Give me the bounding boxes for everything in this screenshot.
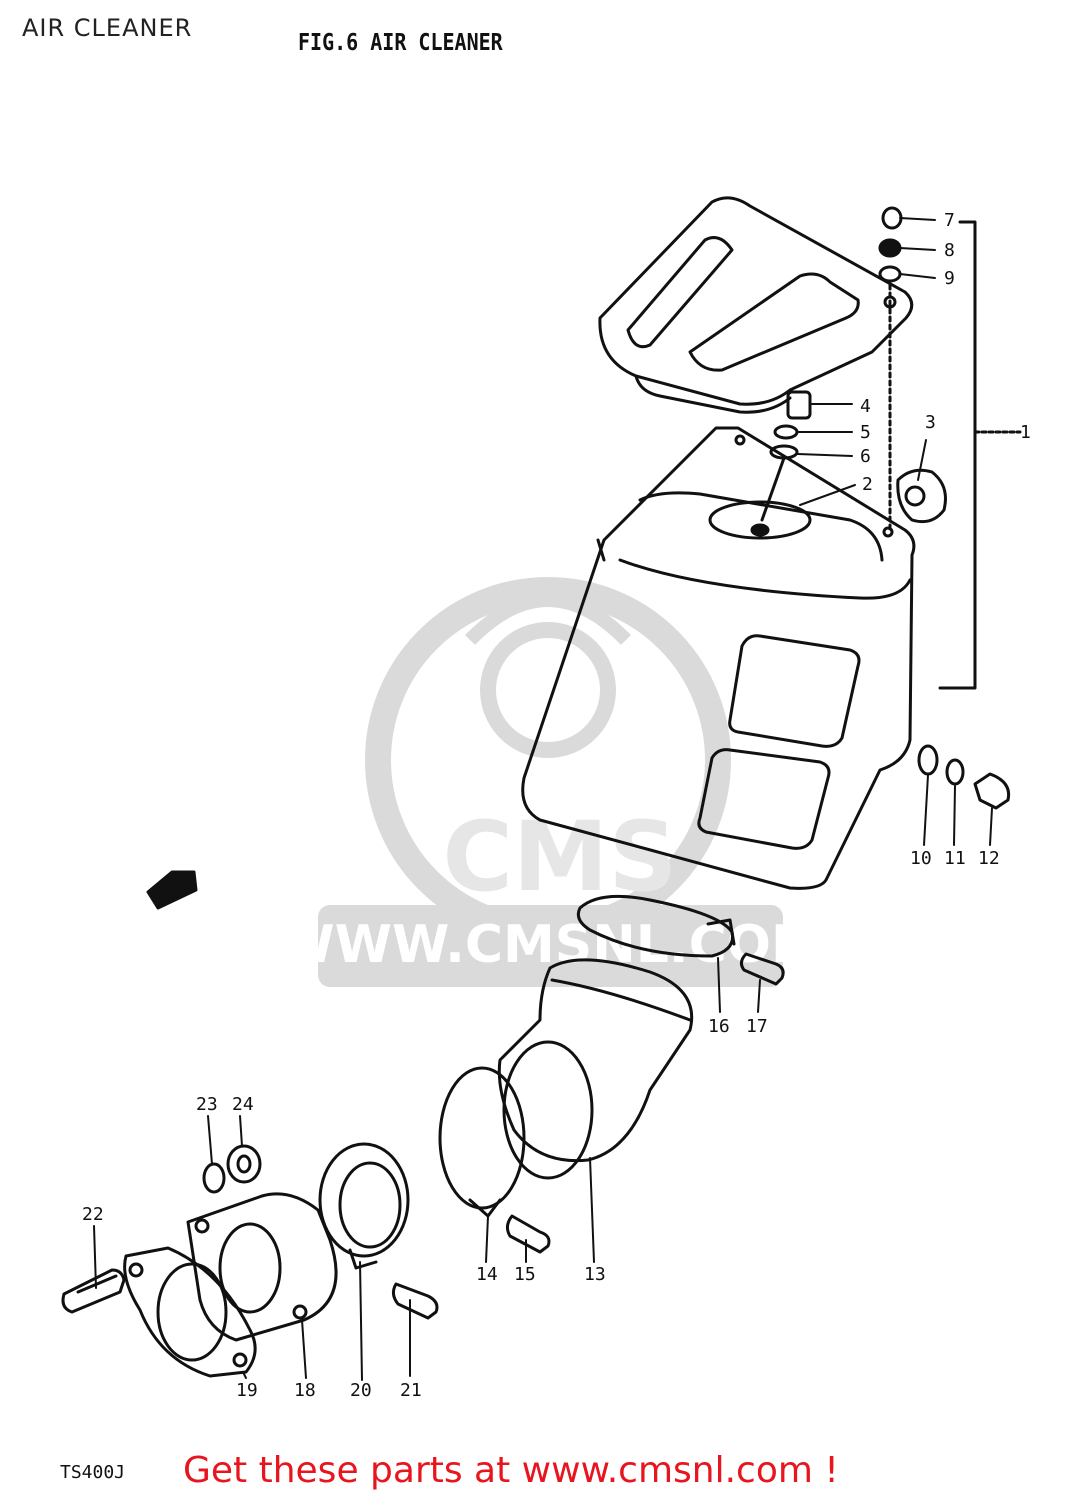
part-label-2: 2 bbox=[862, 474, 873, 495]
cleaner-box-part bbox=[521, 426, 916, 890]
forward-arrow-icon bbox=[146, 870, 198, 910]
part-label-20: 20 bbox=[350, 1380, 372, 1401]
part-label-7: 7 bbox=[944, 210, 955, 231]
mount-bolt-part bbox=[391, 1282, 439, 1320]
model-code: TS400J bbox=[60, 1462, 126, 1483]
flange-gasket-part bbox=[123, 1246, 257, 1378]
part-label-14: 14 bbox=[476, 1264, 498, 1285]
part-label-6: 6 bbox=[860, 446, 871, 467]
part-number-labels: 1 2 3 4 5 6 7 8 9 10 11 12 13 14 15 16 1… bbox=[82, 210, 1031, 1401]
figure-title: FIG.6 AIR CLEANER bbox=[298, 28, 503, 56]
watermark-url-bar bbox=[318, 905, 783, 987]
part-label-24: 24 bbox=[232, 1094, 254, 1115]
part-label-8: 8 bbox=[944, 240, 955, 261]
grommet-part bbox=[896, 468, 947, 524]
part-label-15: 15 bbox=[514, 1264, 536, 1285]
part-label-13: 13 bbox=[584, 1264, 606, 1285]
assembly-bracket bbox=[938, 220, 1022, 690]
part-label-16: 16 bbox=[708, 1016, 730, 1037]
parts-link-banner[interactable]: Get these parts at www.cmsnl.com ! bbox=[183, 1450, 839, 1491]
part-label-22: 22 bbox=[82, 1204, 104, 1225]
leader-lines bbox=[93, 217, 993, 1381]
part-label-10: 10 bbox=[910, 848, 932, 869]
intake-joint-part bbox=[497, 958, 694, 1180]
cleaner-cover-part bbox=[598, 196, 914, 414]
nut-washer-set-side bbox=[917, 744, 1011, 810]
clamp-band-upper bbox=[576, 894, 785, 986]
part-label-19: 19 bbox=[236, 1380, 258, 1401]
part-label-18: 18 bbox=[294, 1380, 316, 1401]
part-label-3: 3 bbox=[925, 412, 936, 433]
collar-ring-part bbox=[318, 1142, 410, 1270]
watermark-logo-text: CMS bbox=[442, 801, 677, 913]
part-label-1: 1 bbox=[1020, 422, 1031, 443]
screw-washer-set bbox=[760, 390, 812, 522]
bolt-set-top bbox=[878, 206, 903, 532]
part-label-17: 17 bbox=[746, 1016, 768, 1037]
clamp-band-lower bbox=[438, 1066, 551, 1254]
part-label-5: 5 bbox=[860, 422, 871, 443]
part-label-21: 21 bbox=[400, 1380, 422, 1401]
part-label-9: 9 bbox=[944, 268, 955, 289]
part-label-11: 11 bbox=[944, 848, 966, 869]
part-label-4: 4 bbox=[860, 396, 871, 417]
cms-watermark: WWW.CMSNL.COM CMS bbox=[277, 577, 823, 987]
part-label-12: 12 bbox=[978, 848, 1000, 869]
page-title: AIR CLEANER bbox=[22, 14, 193, 42]
intake-flange-part bbox=[186, 1192, 338, 1342]
part-label-23: 23 bbox=[196, 1094, 218, 1115]
stud-bolt-part bbox=[61, 1268, 126, 1314]
nut-pair-part bbox=[202, 1144, 262, 1194]
